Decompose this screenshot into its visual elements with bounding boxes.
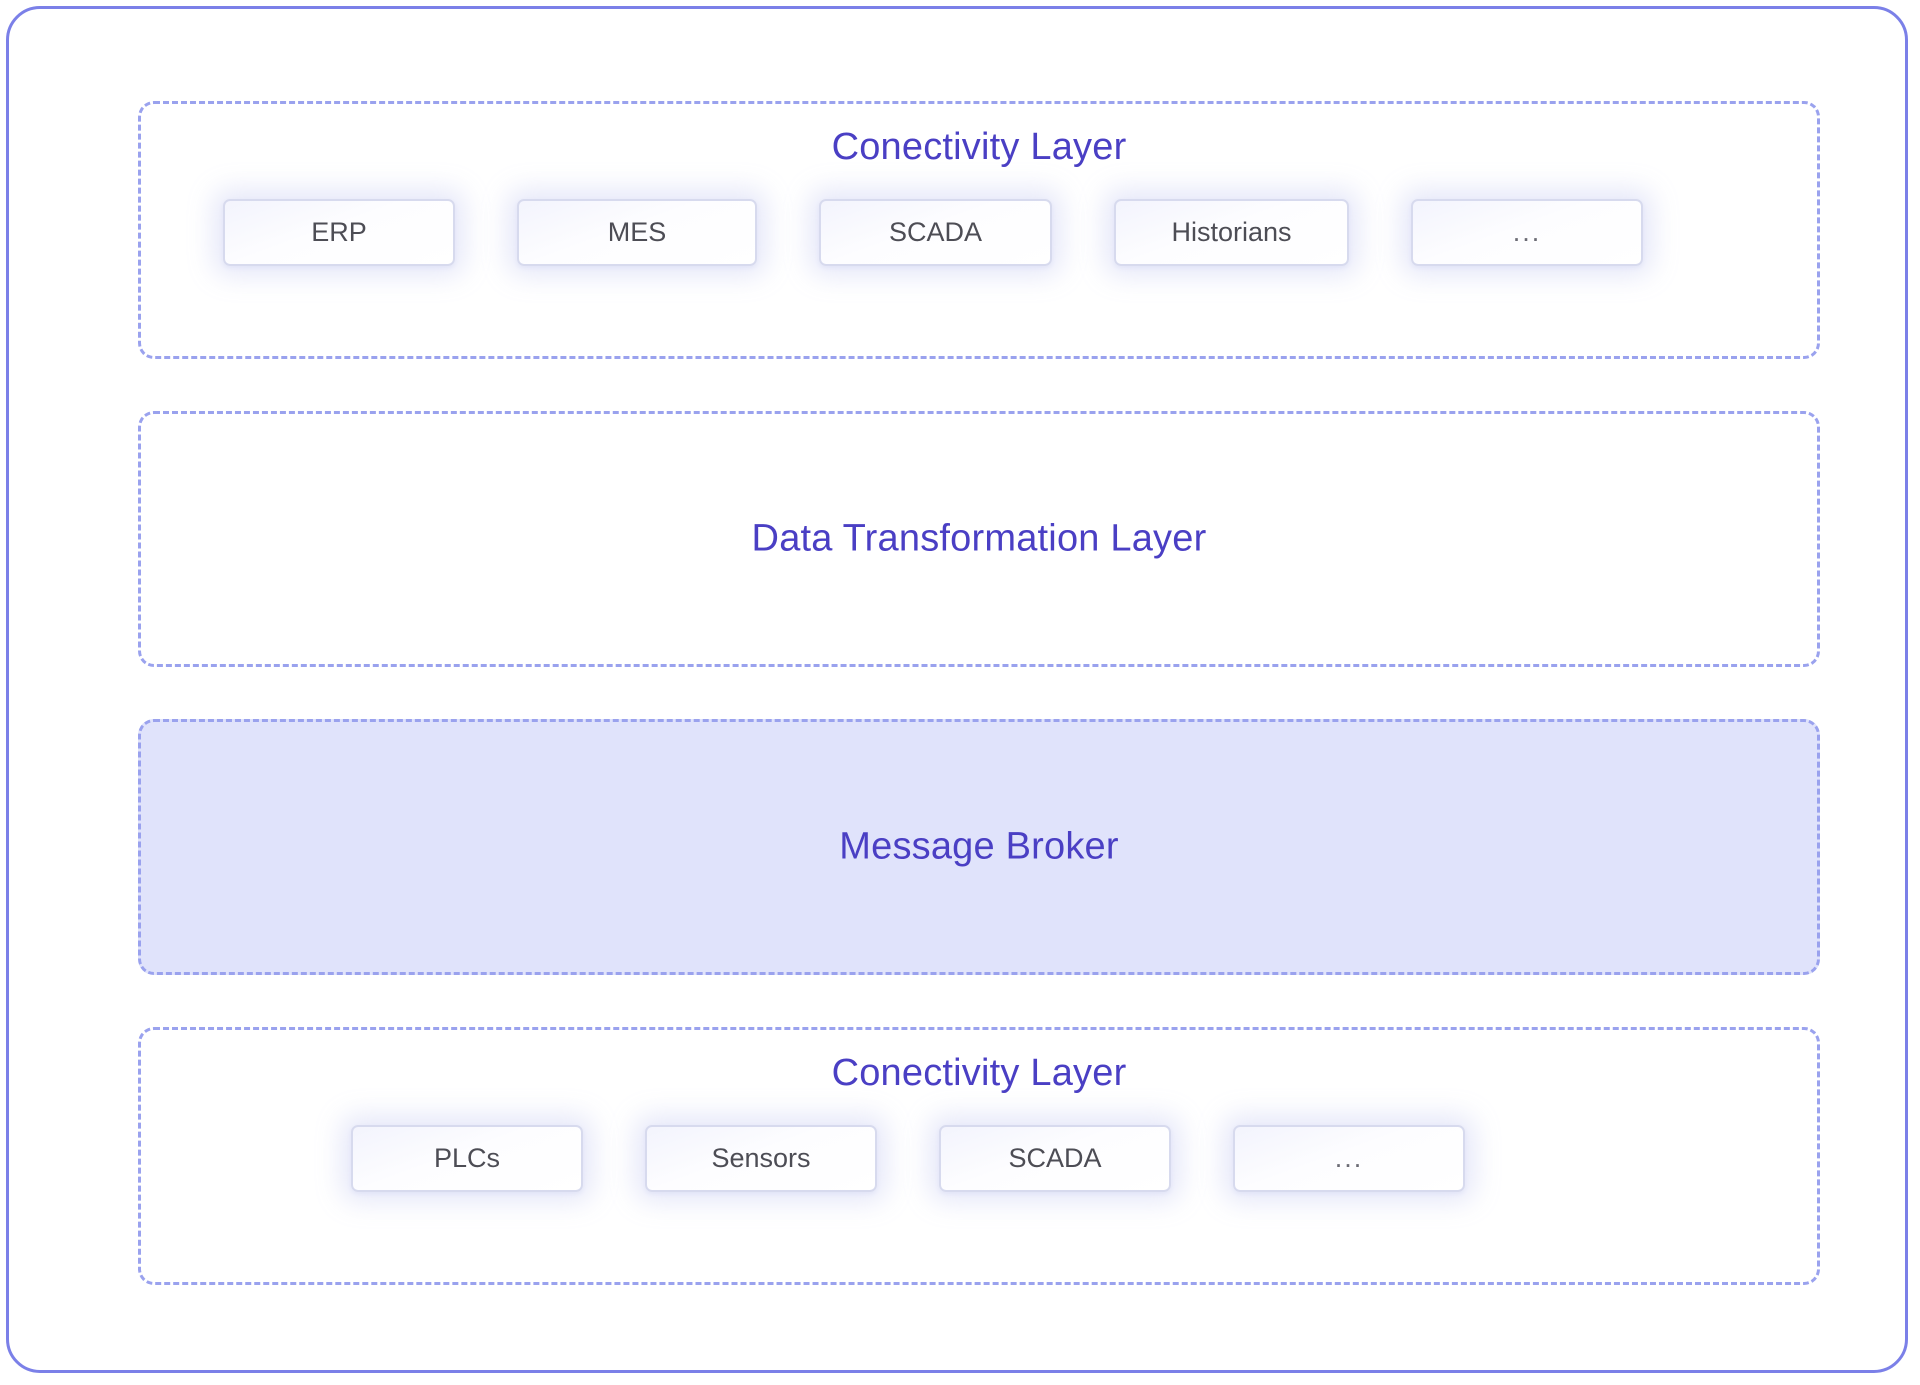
layer-title-message-broker: Message Broker — [839, 825, 1119, 868]
node-scada-top[interactable]: SCADA — [819, 199, 1052, 266]
node-row-connectivity-top: ERP MES SCADA Historians ... — [141, 199, 1817, 266]
node-mes[interactable]: MES — [517, 199, 757, 266]
node-more-top[interactable]: ... — [1411, 199, 1643, 266]
node-row-connectivity-bottom: PLCs Sensors SCADA ... — [141, 1125, 1817, 1192]
layer-title-connectivity-bottom: Conectivity Layer — [831, 1052, 1127, 1094]
node-erp[interactable]: ERP — [223, 199, 455, 266]
diagram-outer-frame: Conectivity Layer ERP MES SCADA Historia… — [6, 6, 1908, 1373]
layer-connectivity-bottom: Conectivity Layer PLCs Sensors SCADA ... — [138, 1027, 1820, 1285]
node-sensors[interactable]: Sensors — [645, 1125, 877, 1192]
node-historians[interactable]: Historians — [1114, 199, 1349, 266]
layer-message-broker: Message Broker — [138, 719, 1820, 975]
node-plcs[interactable]: PLCs — [351, 1125, 583, 1192]
layer-title-connectivity-top: Conectivity Layer — [831, 126, 1127, 168]
layer-title-data-transformation: Data Transformation Layer — [751, 517, 1207, 560]
layer-connectivity-top: Conectivity Layer ERP MES SCADA Historia… — [138, 101, 1820, 359]
layer-stack: Conectivity Layer ERP MES SCADA Historia… — [138, 101, 1820, 1285]
layer-data-transformation: Data Transformation Layer — [138, 411, 1820, 667]
node-more-bottom[interactable]: ... — [1233, 1125, 1465, 1192]
node-scada-bottom[interactable]: SCADA — [939, 1125, 1171, 1192]
